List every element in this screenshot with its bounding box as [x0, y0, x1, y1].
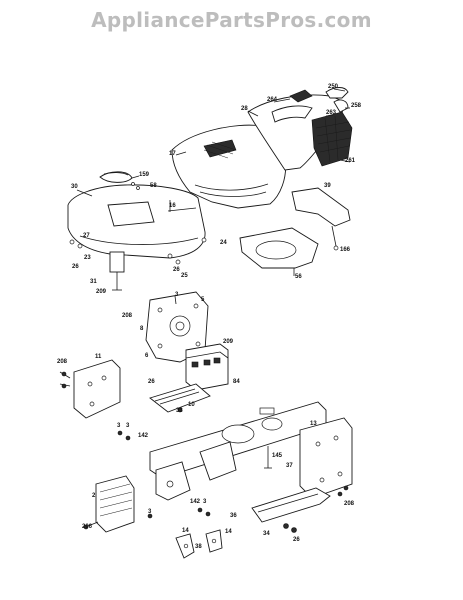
- callout-c10: 10: [188, 402, 195, 408]
- callout-c206: 206: [82, 524, 93, 530]
- callout-c3c: 3: [126, 423, 130, 429]
- callout-c2: 2: [92, 493, 96, 499]
- callout-c16: 16: [169, 203, 176, 209]
- callout-c5: 5: [201, 297, 205, 303]
- battery-box: [185, 343, 229, 391]
- left-side-panel: [59, 359, 121, 419]
- callout-c30: 30: [71, 184, 78, 190]
- callout-c250: 250: [328, 84, 339, 90]
- callout-c142b: 142: [190, 499, 201, 505]
- callout-c11: 11: [95, 354, 102, 360]
- steering-plate: [145, 291, 209, 363]
- step-plate: [149, 383, 211, 413]
- tow-bracket: [251, 487, 331, 533]
- main-frame: [149, 401, 327, 501]
- callout-c26b: 26: [173, 267, 180, 273]
- callout-c3e: 3: [148, 509, 152, 515]
- callout-c28: 28: [241, 106, 248, 112]
- hood-assembly: [171, 87, 353, 209]
- callout-c34: 34: [263, 531, 270, 537]
- callout-c37: 37: [286, 463, 293, 469]
- callout-c261: 261: [345, 158, 356, 164]
- callout-c145: 145: [272, 453, 283, 459]
- callout-c84: 84: [233, 379, 240, 385]
- callout-c3d: 3: [203, 499, 207, 505]
- callout-c159: 159: [139, 172, 150, 178]
- callout-c14b: 14: [225, 529, 232, 535]
- rear-panel: [299, 417, 353, 499]
- callout-c264: 264: [267, 97, 278, 103]
- callout-c166: 166: [340, 247, 351, 253]
- hitch-brackets: [175, 529, 223, 559]
- callout-c209a: 209: [96, 289, 107, 295]
- callout-c3a: 3: [175, 292, 179, 298]
- watermark-text: AppliancePartsPros.com: [91, 8, 372, 32]
- callout-c8: 8: [140, 326, 144, 332]
- callout-c26c: 26: [148, 379, 155, 385]
- callout-c36: 36: [230, 513, 237, 519]
- callout-c208b: 208: [57, 359, 68, 365]
- callout-c17: 17: [169, 151, 176, 157]
- callout-c142a: 142: [138, 433, 149, 439]
- callout-c208a: 208: [122, 313, 133, 319]
- callout-c258: 258: [351, 103, 362, 109]
- callout-c263: 263: [326, 110, 337, 116]
- hardware-bolts: [117, 200, 211, 519]
- callout-c14a: 14: [182, 528, 189, 534]
- callout-c39: 39: [324, 183, 331, 189]
- callout-c13: 13: [310, 421, 317, 427]
- callout-c3b: 3: [117, 423, 121, 429]
- callout-c33: 33: [176, 408, 183, 414]
- callout-c209b: 209: [223, 339, 234, 345]
- callout-c25: 25: [181, 273, 188, 279]
- callout-c26d: 26: [293, 537, 300, 543]
- callout-c208c: 208: [344, 501, 355, 507]
- front-bumper: [83, 475, 135, 533]
- callout-c24: 24: [220, 240, 227, 246]
- callout-c26a: 26: [72, 264, 79, 270]
- callout-c38: 38: [195, 544, 202, 550]
- callout-c31: 31: [90, 279, 97, 285]
- dash-bracket: [239, 187, 351, 276]
- callout-c56: 56: [295, 274, 302, 280]
- callout-c23: 23: [84, 255, 91, 261]
- callout-c27: 27: [83, 233, 90, 239]
- fender-assembly: [67, 171, 207, 291]
- callout-c6: 6: [145, 353, 149, 359]
- callout-c58: 58: [150, 183, 157, 189]
